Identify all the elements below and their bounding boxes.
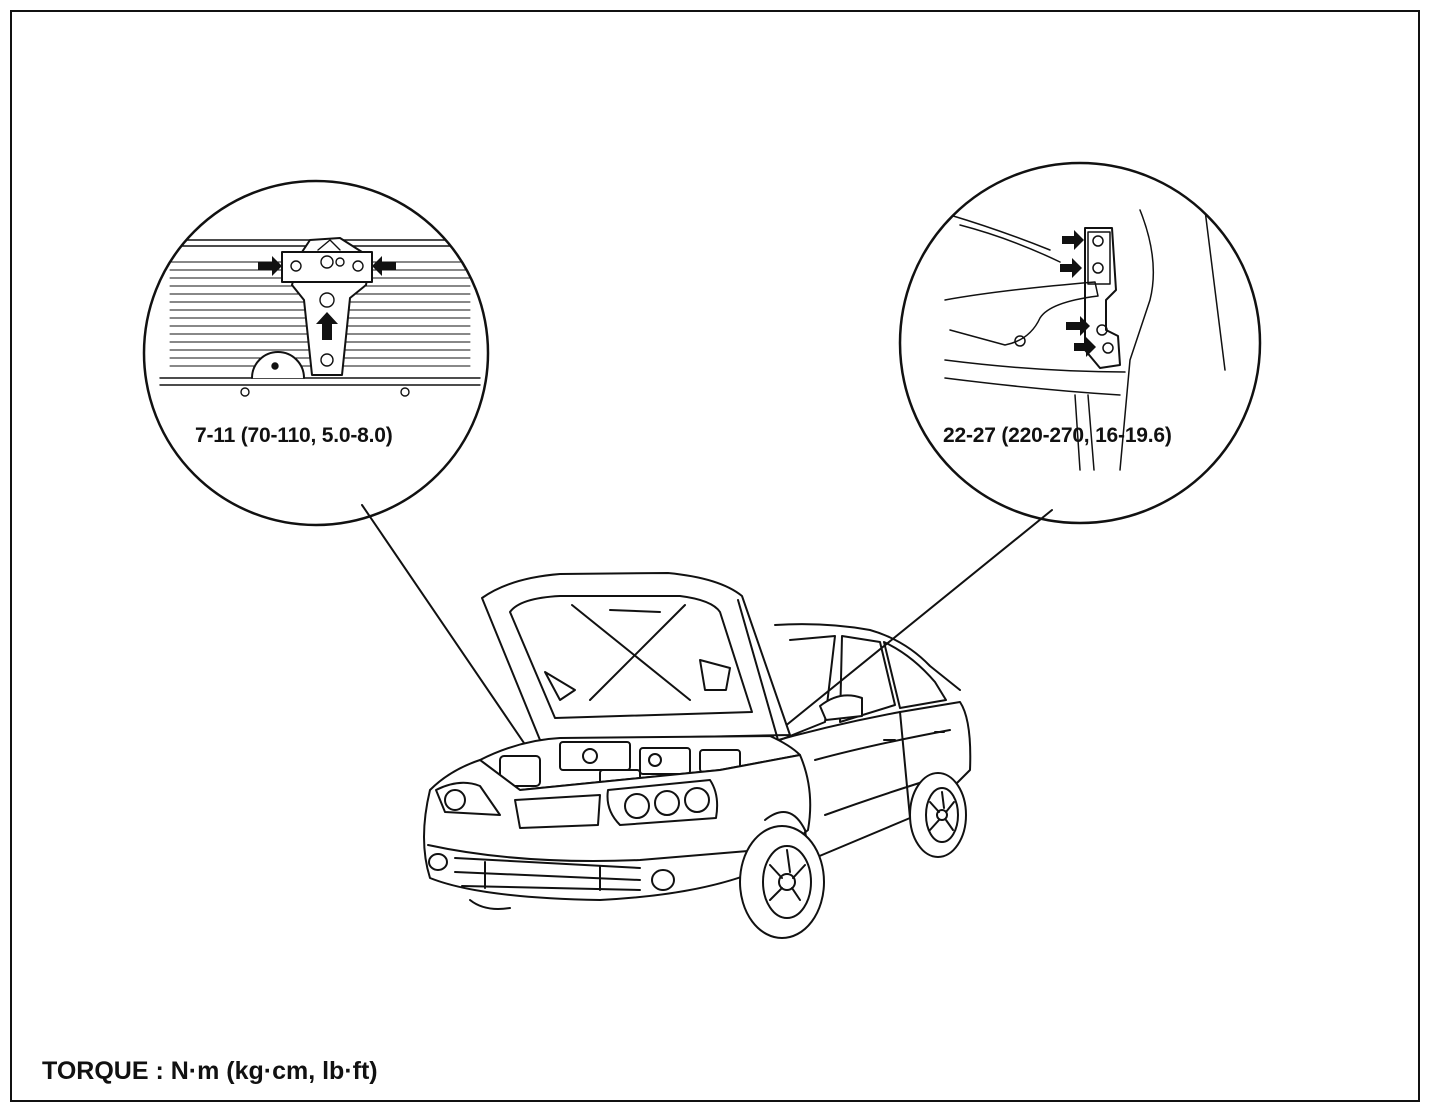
leader-line-hinge <box>767 509 1053 741</box>
hood-hinge-detail <box>898 161 1262 525</box>
left-headlight <box>435 781 501 816</box>
hood-latch-detail <box>142 179 490 527</box>
fog-light <box>428 853 448 871</box>
fog-light <box>651 869 675 891</box>
bolt-arrow-icon <box>1062 230 1084 250</box>
bolt-arrow-icon <box>316 312 338 340</box>
bolt-arrow-icon <box>258 256 282 276</box>
bolt-arrow-icon <box>1066 316 1090 336</box>
car-illustration <box>423 572 972 939</box>
car-roof <box>774 623 961 691</box>
bolt-arrow-icon <box>1074 337 1096 357</box>
latch-torque-label: 7-11 (70-110, 5.0-8.0) <box>195 424 393 447</box>
diagram-frame <box>10 10 1420 1102</box>
car-front <box>423 754 812 901</box>
side-mirror <box>819 694 863 721</box>
torque-units-note: TORQUE : N·m (kg·cm, lb·ft) <box>42 1057 378 1085</box>
bolt-arrow-icon <box>1060 258 1082 278</box>
bolt-arrow-icon <box>372 256 396 276</box>
right-headlight <box>606 779 719 826</box>
hinge-torque-label: 22-27 (220-270, 16-19.6) <box>943 424 1172 447</box>
